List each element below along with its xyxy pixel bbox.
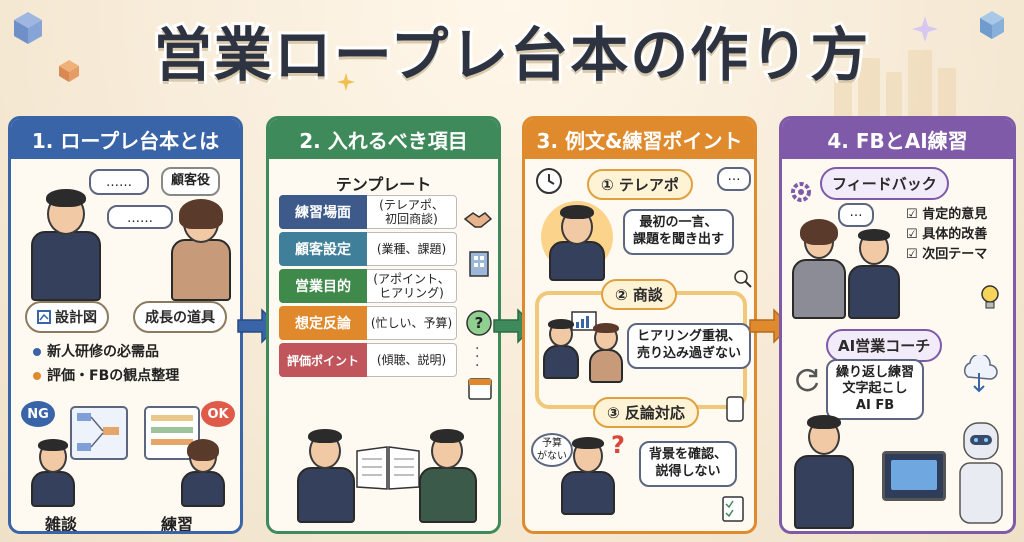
template-row: 顧客設定 (業種、課題) bbox=[279, 232, 457, 266]
question-icon: ? bbox=[466, 310, 492, 336]
template-title: テンプレート bbox=[335, 175, 432, 194]
feedback-title: フィードバック bbox=[820, 167, 949, 200]
step-meeting: ② 商談 bbox=[601, 279, 677, 310]
checkbox-icon: ☑ bbox=[906, 207, 923, 222]
open-book-icon bbox=[356, 446, 420, 490]
cloud-download-icon bbox=[964, 355, 998, 393]
bullet-list: 新人研修の必需品 評価・FBの観点整理 bbox=[33, 341, 179, 385]
speech-bubble-dots: …… bbox=[107, 205, 173, 229]
sparkle-icon bbox=[912, 16, 938, 42]
template-row: 想定反論 (忙しい、予算) bbox=[279, 306, 457, 340]
building-icon bbox=[469, 251, 489, 277]
pill-growth-tool: 成長の道具 bbox=[133, 301, 227, 333]
refresh-icon bbox=[796, 368, 819, 392]
blueprint-icon bbox=[37, 310, 51, 324]
step-objection: ③ 反論対応 bbox=[593, 397, 699, 428]
cube-icon bbox=[980, 11, 1004, 39]
checkbox-icon: ☑ bbox=[906, 227, 923, 243]
row-label: 顧客設定 bbox=[279, 232, 367, 266]
ng-badge: NG bbox=[21, 401, 55, 427]
chart-board-icon bbox=[571, 311, 597, 331]
panel-examples: 3. 例文&練習ポイント ① テレアポ … 最初の一言、 課題を聞き出す ② 商… bbox=[522, 116, 757, 534]
skyline-decoration bbox=[834, 50, 994, 120]
label-practice: 練習 bbox=[161, 515, 194, 534]
speech-bubble-dots: … bbox=[717, 167, 751, 191]
smartphone-icon bbox=[726, 396, 744, 422]
bubble-no-budget: 予算 がない bbox=[531, 433, 573, 467]
row-value: (テレアポ、 初回商談) bbox=[367, 195, 457, 229]
speech-bubble-dots: …… bbox=[89, 169, 149, 195]
flowchart-icon bbox=[70, 406, 128, 460]
row-label: 営業目的 bbox=[279, 269, 367, 303]
clock-icon bbox=[536, 168, 562, 194]
row-value: (業種、課題) bbox=[367, 232, 457, 266]
panel-header: 4. FBとAI練習 bbox=[782, 119, 1013, 159]
page-title: 営業ロープレ台本の作り方 bbox=[151, 18, 872, 92]
row-label: 想定反論 bbox=[279, 306, 367, 340]
template-row: 練習場面 (テレアポ、 初回商談) bbox=[279, 195, 457, 229]
magnifier-icon bbox=[734, 270, 752, 288]
step-teleapo: ① テレアポ bbox=[587, 169, 693, 200]
calendar-icon bbox=[468, 378, 492, 400]
pill-blueprint: 設計図 bbox=[25, 301, 109, 333]
handshake-icon bbox=[463, 212, 493, 228]
checklist-icon bbox=[722, 496, 744, 522]
svg-text:?: ? bbox=[475, 314, 484, 332]
row-label: 評価ポイント bbox=[279, 343, 367, 377]
cube-icon bbox=[59, 60, 79, 82]
cube-icon bbox=[14, 12, 42, 44]
panel-feedback-ai: 4. FBとAI練習 フィードバック … ☑ 肯定的意見 ☑ 具体的改善 ☑ 次… bbox=[779, 116, 1016, 534]
template-row: 営業目的 (アポイント、 ヒアリング) bbox=[279, 269, 457, 303]
ok-badge: OK bbox=[201, 401, 235, 427]
panel-header: 2. 入れるべき項目 bbox=[269, 119, 498, 159]
sparkle-icon bbox=[337, 73, 355, 91]
bubble-teleapo: 最初の一言、 課題を聞き出す bbox=[623, 209, 735, 255]
question-mark-icon: ? bbox=[611, 431, 625, 459]
panel-script-intro: 1. ロープレ台本とは 顧客役 …… …… 設計図 成長の道具 新人研修の必需品… bbox=[8, 116, 243, 534]
check-item: ☑ 具体的改善 bbox=[906, 227, 988, 243]
panel-header: 3. 例文&練習ポイント bbox=[525, 119, 754, 159]
ai-features-bubble: 繰り返し練習 文字起こし AI FB bbox=[826, 359, 925, 420]
bubble-objection: 背景を確認、 説得しない bbox=[639, 441, 738, 487]
template-table: 練習場面 (テレアポ、 初回商談) 顧客設定 (業種、課題) 営業目的 (アポイ… bbox=[279, 195, 457, 380]
row-value: (アポイント、 ヒアリング) bbox=[367, 269, 457, 303]
label-chat: 雑談 bbox=[45, 515, 78, 534]
row-value: (忙しい、予算) bbox=[367, 306, 457, 340]
speech-bubble-dots: … bbox=[838, 203, 874, 227]
checkbox-icon: ☑ bbox=[906, 247, 923, 263]
script-sheet-icon bbox=[144, 406, 200, 460]
panel-header: 1. ロープレ台本とは bbox=[11, 119, 240, 159]
row-value: (傾聴、説明) bbox=[367, 343, 457, 377]
robot-icon bbox=[959, 422, 1003, 524]
row-label: 練習場面 bbox=[279, 195, 367, 229]
panel-required-items: 2. 入れるべき項目 テンプレート 練習場面 (テレアポ、 初回商談) 顧客設定… bbox=[266, 116, 501, 534]
template-row: 評価ポイント (傾聴、説明) bbox=[279, 343, 457, 377]
ellipsis-icon: ··· bbox=[475, 341, 480, 374]
check-item: ☑ 次回テーマ bbox=[906, 247, 988, 263]
lightbulb-icon bbox=[981, 285, 999, 309]
role-badge: 顧客役 bbox=[161, 167, 221, 196]
ai-coach-title: AI営業コーチ bbox=[826, 329, 943, 362]
check-item: ☑ 肯定的意見 bbox=[906, 207, 988, 222]
feedback-checklist: ☑ 肯定的意見 ☑ 具体的改善 ☑ 次回テーマ bbox=[906, 205, 987, 265]
gear-icon bbox=[791, 182, 811, 202]
monitor-icon bbox=[882, 451, 946, 501]
bubble-meeting: ヒアリング重視、 売り込み過ぎない bbox=[627, 323, 752, 369]
